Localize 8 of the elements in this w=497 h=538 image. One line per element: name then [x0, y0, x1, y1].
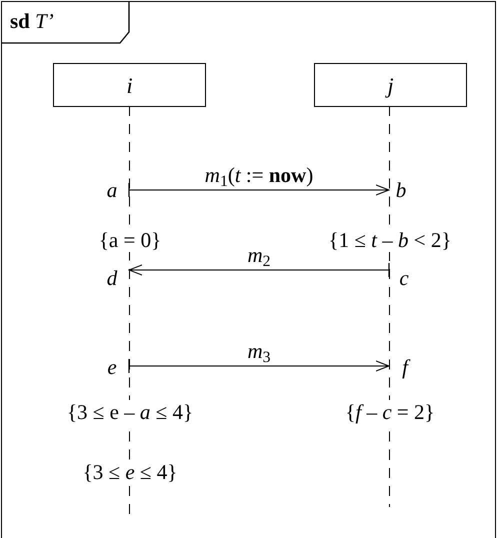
message-arrow — [128, 262, 390, 278]
lifeline-box — [53, 63, 206, 107]
frame-heading: sd T’ — [10, 8, 54, 34]
lifeline-name: i — [126, 72, 133, 100]
lifeline-name: j — [387, 72, 394, 100]
message-arrow — [128, 182, 390, 198]
lifeline-box — [314, 63, 467, 107]
message-arrow — [128, 358, 390, 374]
